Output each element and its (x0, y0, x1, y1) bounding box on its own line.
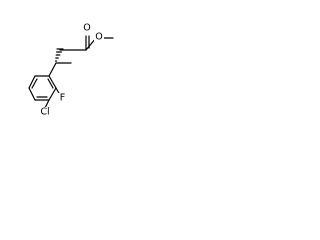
ring-double-bond-inner-c (47, 78, 54, 89)
ring-bond-c2-c3 (28, 75, 36, 89)
ring-bond-c3-c4 (28, 87, 36, 101)
svg-text:Cl: Cl (40, 107, 49, 118)
svg-text:O: O (83, 23, 90, 34)
atom-label-ester-oxygen: O (94, 32, 104, 43)
benzene-ring (28, 75, 57, 101)
ring-bond-c6-c1 (48, 75, 57, 89)
ring-double-bond-inner-a (31, 78, 38, 89)
atom-label-fluorine: F (58, 93, 67, 104)
atom-label-chlorine: Cl (38, 107, 52, 118)
ring-bond-c5-c6 (48, 87, 57, 101)
molecule-structure-diagram: O O F Cl (28, 23, 114, 118)
hashed-wedge-bond (54, 48, 64, 62)
svg-text:F: F (60, 93, 65, 104)
atom-label-carbonyl-oxygen: O (82, 23, 92, 34)
bond-ring-to-chlorine (44, 99, 50, 109)
bond-ring-to-stereocenter (48, 62, 57, 77)
svg-text:O: O (95, 32, 102, 43)
